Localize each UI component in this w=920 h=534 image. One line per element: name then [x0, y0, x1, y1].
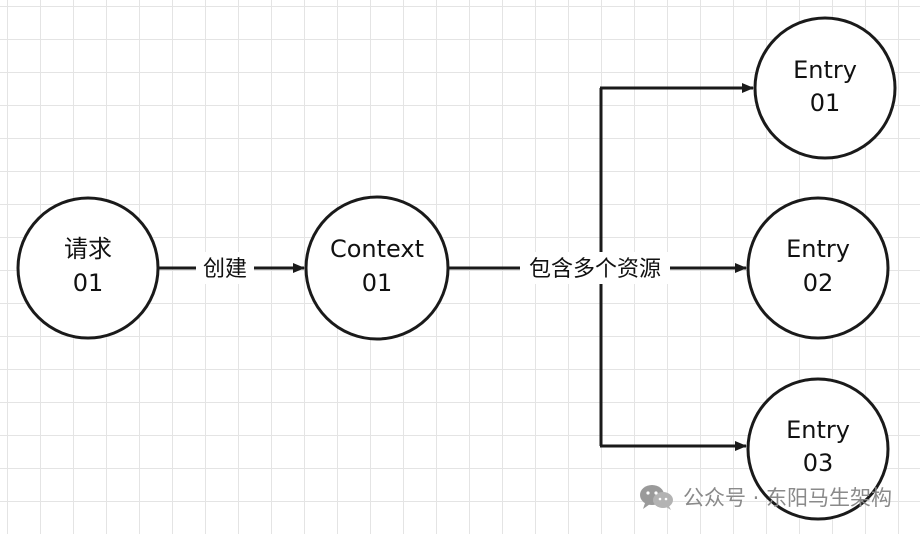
- node-context: Context 01: [304, 195, 450, 341]
- node-request-id: 01: [73, 269, 104, 297]
- node-entry-03-id: 03: [803, 449, 834, 477]
- node-request-title: 请求: [64, 235, 112, 263]
- node-entry-02-title: Entry: [786, 235, 850, 263]
- node-context-title: Context: [330, 235, 424, 263]
- node-entry-02-id: 02: [803, 269, 834, 297]
- watermark-text: 公众号 · 东阳马生架构: [682, 486, 892, 510]
- node-entry-01-id: 01: [810, 89, 841, 117]
- node-context-id: 01: [362, 269, 393, 297]
- node-request: 请求 01: [16, 196, 160, 340]
- edge-label-bg: [196, 252, 254, 284]
- node-entry-03: Entry 03: [746, 377, 890, 521]
- edge-context-to-entries: 包含多个资源: [449, 83, 754, 451]
- edge-label-bg: [520, 252, 670, 284]
- node-entry-01: Entry 01: [753, 16, 897, 160]
- edge-label-create: 创建: [203, 257, 247, 282]
- edge-request-to-context: 创建: [159, 252, 305, 284]
- node-entry-03-title: Entry: [786, 416, 850, 444]
- node-entry-01-title: Entry: [793, 56, 857, 84]
- node-entry-02: Entry 02: [746, 196, 890, 340]
- watermark: 公众号 · 东阳马生架构: [639, 482, 892, 512]
- wechat-icon: [639, 483, 675, 511]
- edge-label-contains: 包含多个资源: [529, 257, 661, 282]
